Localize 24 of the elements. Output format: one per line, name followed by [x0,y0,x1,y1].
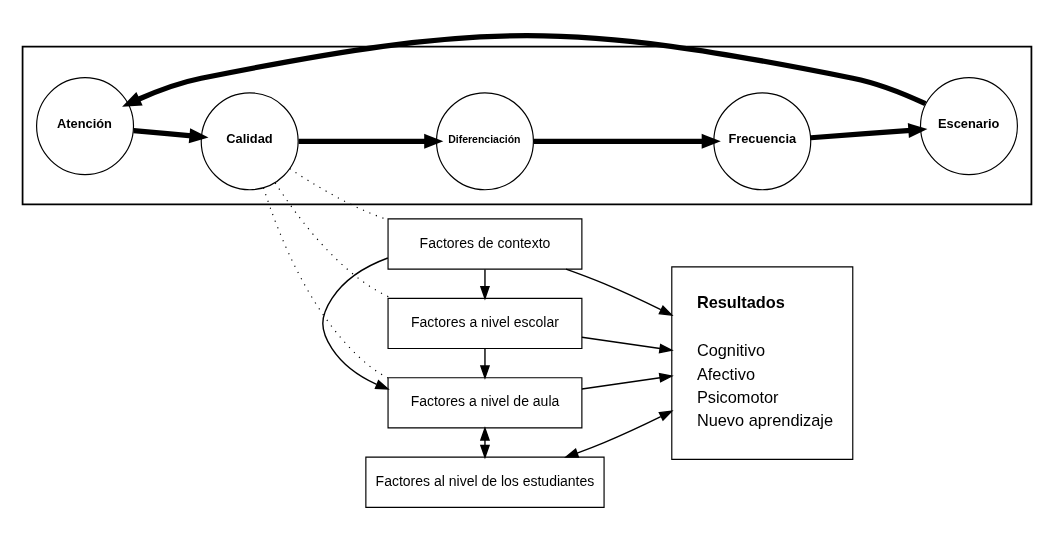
arrow [133,127,209,143]
node-circle: Diferenciación [435,91,534,190]
arrow [122,32,927,107]
node-circle: Escenario [919,76,1018,175]
arrow [322,256,390,390]
node-box: Factores a nivel escolar [387,297,583,349]
arrow [581,372,674,390]
arrow [581,336,674,353]
arrow [298,133,444,149]
node-box: Factores al nivel de los estudiantes [365,456,605,508]
node-box: Factores a nivel de aula [387,376,583,428]
arrow [810,122,928,140]
node-circle: Frecuencia [713,91,812,190]
arrow [565,268,674,316]
arrow [564,409,674,458]
cluster [21,45,1033,205]
node-box: Factores de contexto [387,217,583,270]
arrow [479,347,491,380]
node-box: Resultados Cognitivo Afectivo Psicomotor Nuevo aprendizaje [671,265,854,460]
node-circle: Atención [36,76,135,175]
node-circle: Calidad [200,91,299,190]
arrow [479,425,491,459]
arrow [479,268,491,300]
arrow [533,133,721,149]
